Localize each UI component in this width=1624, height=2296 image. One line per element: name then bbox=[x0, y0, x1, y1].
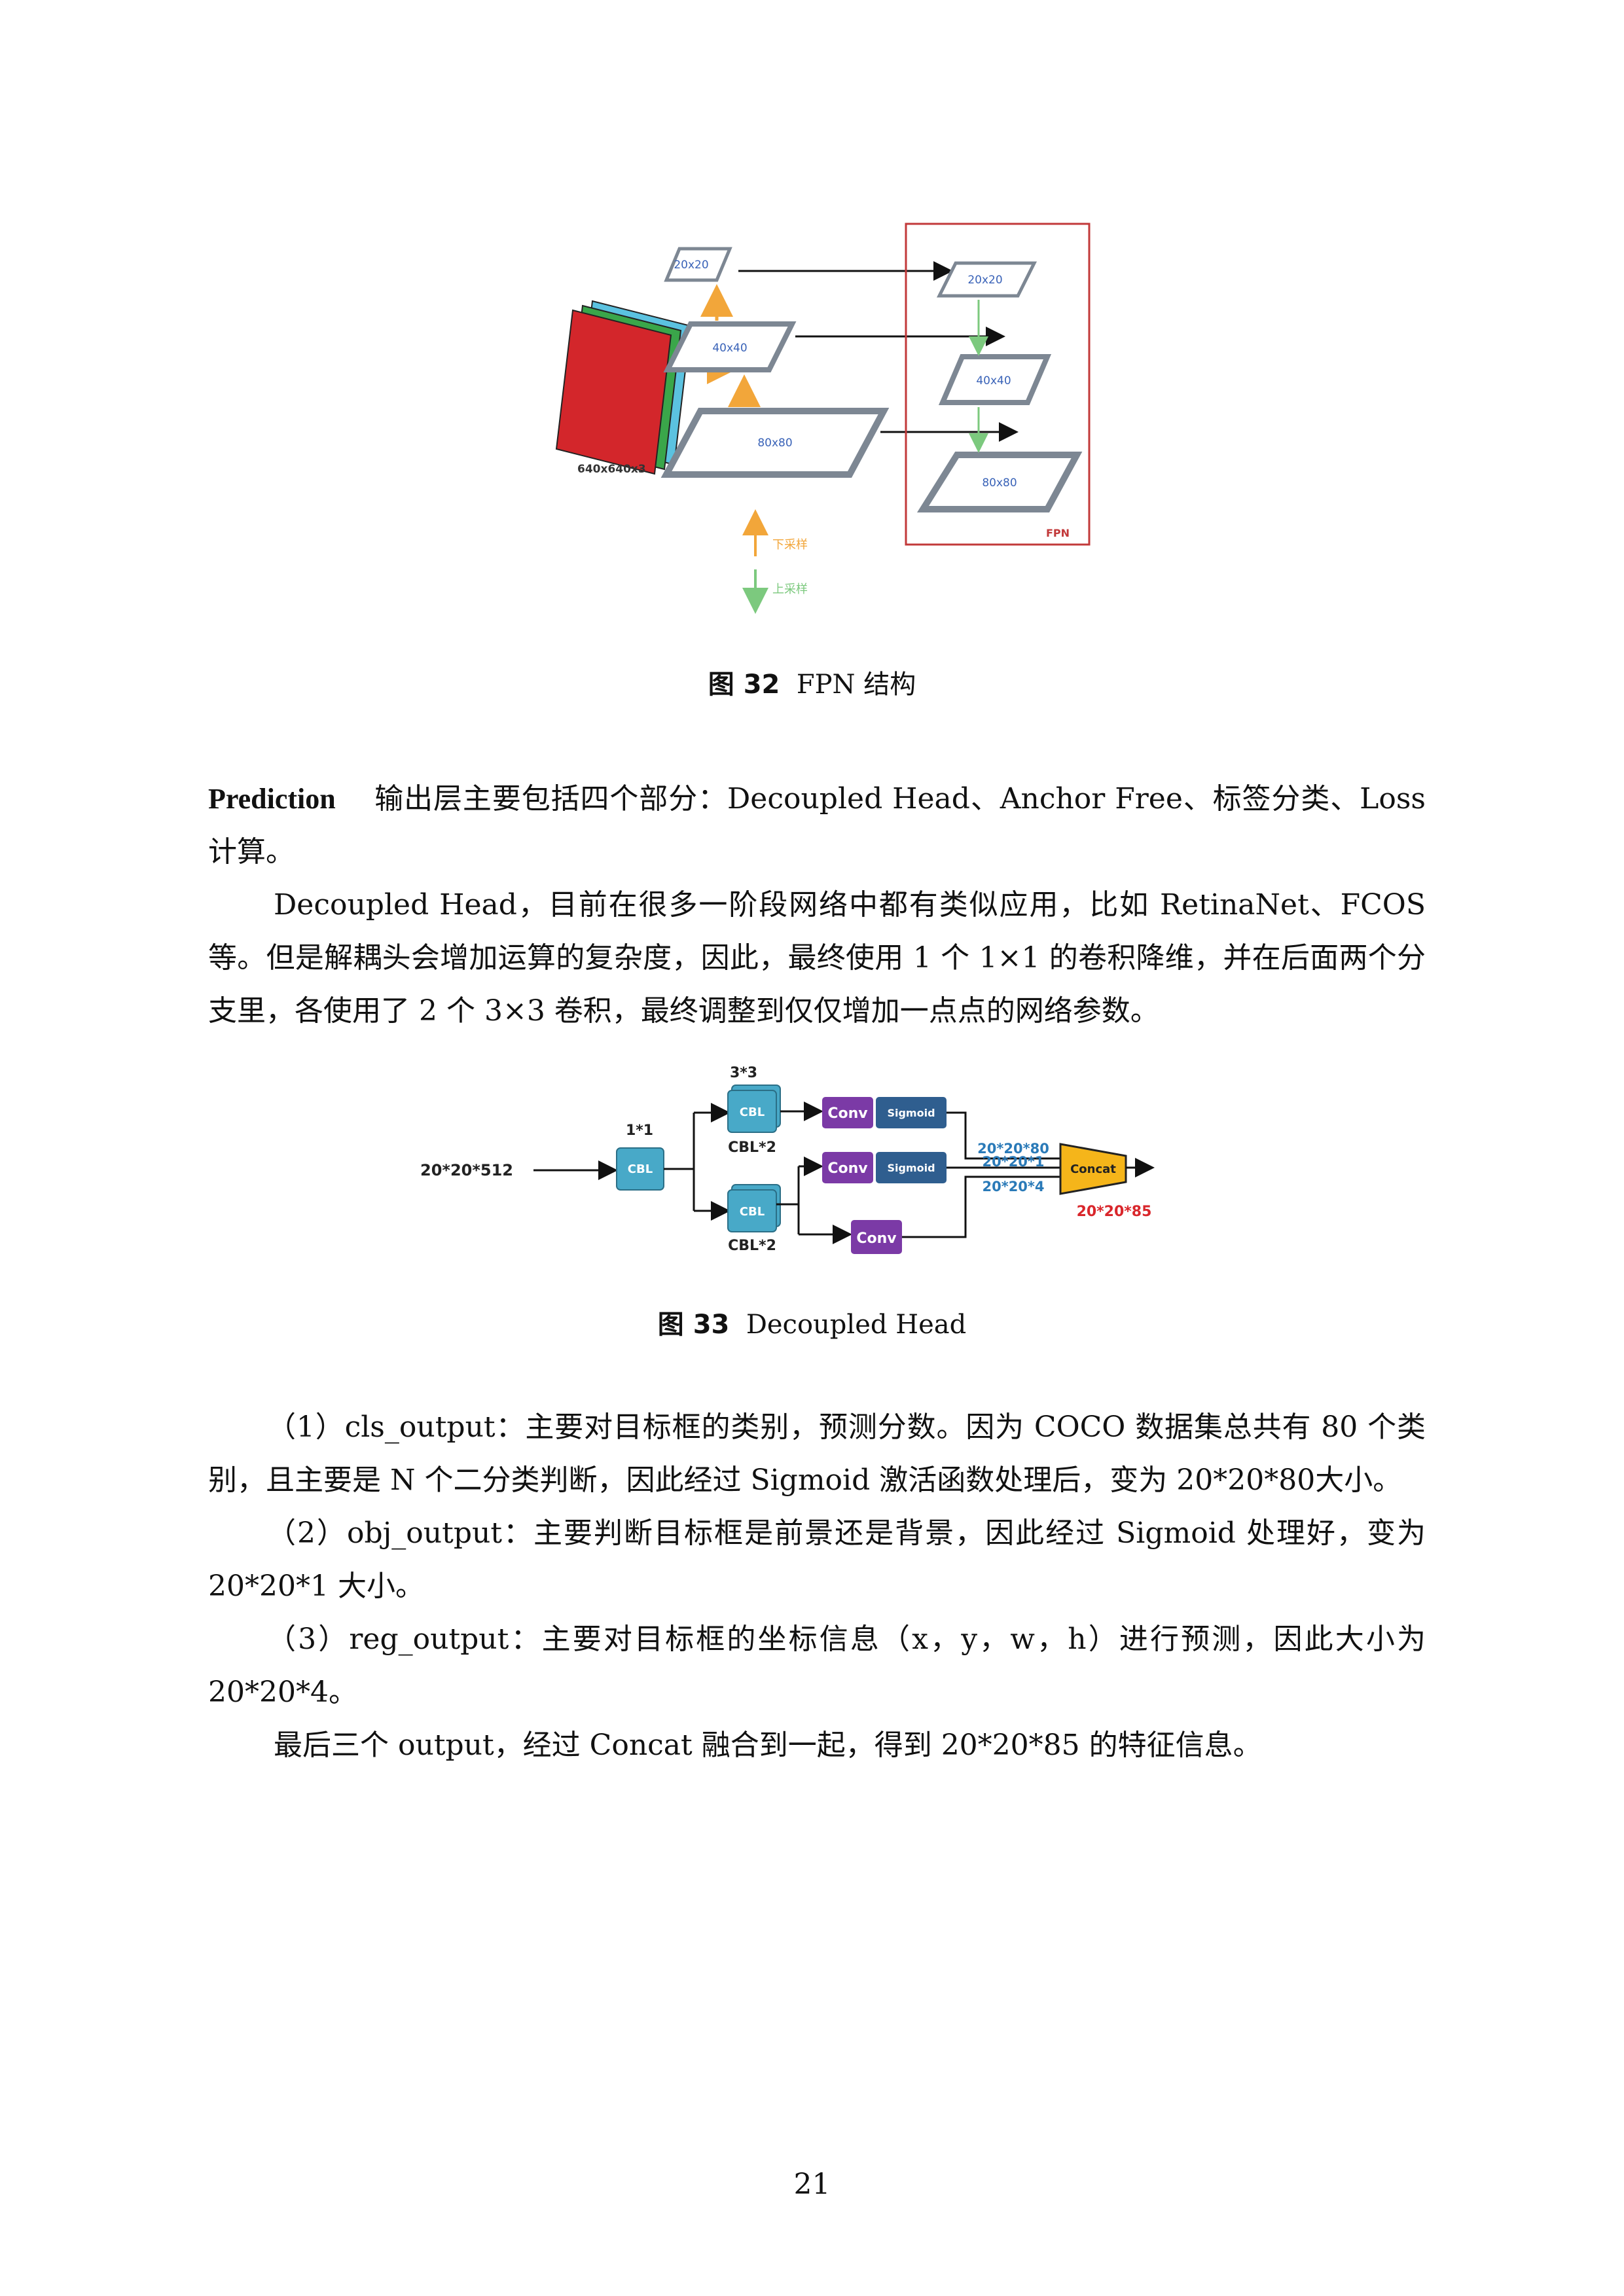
cbl2-bottom-label: CBL*2 bbox=[728, 1238, 776, 1254]
figure-32-caption: 图 32 FPN 结构 bbox=[0, 668, 1624, 702]
down-level-40-label: 40x40 bbox=[712, 342, 747, 355]
fpn-figure: 640x640x3 20x20 40x40 80x80 FPN 20x20 40… bbox=[555, 223, 1091, 614]
cbl-stack-bottom-label: CBL bbox=[740, 1205, 765, 1219]
concat-paragraph: 最后三个 output，经过 Concat 融合到一起，得到 20*20*85 … bbox=[274, 1729, 1262, 1762]
cls-output-dims: 20*20*80 bbox=[977, 1141, 1049, 1157]
final-output-dims: 20*20*85 bbox=[1077, 1204, 1152, 1220]
kernel-1x1-label: 1*1 bbox=[626, 1122, 653, 1139]
down-level-20-label: 20x20 bbox=[674, 259, 708, 272]
input-feature-stack bbox=[555, 300, 692, 475]
page-number: 21 bbox=[793, 2168, 831, 2201]
decoupled-head-figure: 20*20*512 1*1 CBL 3*3 CBL CBL*2 CBL CBL*… bbox=[420, 1065, 1155, 1254]
fpn-level-80-label: 80x80 bbox=[982, 476, 1017, 490]
cls-output-paragraph: （1）cls_output：主要对目标框的类别，预测分数。因为 COCO 数据集… bbox=[208, 1410, 1426, 1497]
obj-sigmoid-block bbox=[876, 1152, 947, 1183]
fpn-level-20 bbox=[936, 261, 1038, 298]
decoupled-head-paragraph: Decoupled Head，目前在很多一阶段网络中都有类似应用，比如 Reti… bbox=[208, 888, 1426, 1028]
down-level-80 bbox=[660, 408, 890, 478]
cls-conv-block bbox=[822, 1097, 873, 1128]
cbl-stack-top bbox=[727, 1090, 777, 1133]
down-level-40 bbox=[663, 321, 797, 372]
reg-output-paragraph: （3）reg_output：主要对目标框的坐标信息（x，y，w，h）进行预测，因… bbox=[208, 1623, 1426, 1709]
fpn-level-20-label: 20x20 bbox=[967, 274, 1002, 287]
outputs-section: （1）cls_output：主要对目标框的类别，预测分数。因为 COCO 数据集… bbox=[208, 1401, 1426, 1772]
prediction-lead: Prediction bbox=[208, 783, 336, 815]
down-level-80-label: 80x80 bbox=[757, 437, 792, 450]
prediction-paragraph: Prediction 输出层主要包括四个部分：Decoupled Head、An… bbox=[208, 772, 1426, 878]
cbl-stack-top-label: CBL bbox=[740, 1105, 765, 1119]
kernel-3x3-label: 3*3 bbox=[730, 1065, 757, 1081]
obj-output-dims: 20*20*1 bbox=[982, 1154, 1044, 1170]
figure-33-title: Decoupled Head bbox=[746, 1310, 967, 1340]
reg-conv-block bbox=[851, 1220, 902, 1254]
head-input-label: 20*20*512 bbox=[420, 1161, 513, 1179]
bottom-split-connector bbox=[776, 1166, 800, 1234]
split-connector bbox=[664, 1113, 695, 1211]
prediction-text: 输出层主要包括四个部分：Decoupled Head、Anchor Free、标… bbox=[208, 782, 1426, 869]
reg-output-dims: 20*20*4 bbox=[982, 1179, 1044, 1194]
obj-output-paragraph: （2）obj_output：主要判断目标框是前景还是背景，因此经过 Sigmoi… bbox=[208, 1516, 1426, 1603]
cls-sigmoid-block bbox=[876, 1097, 947, 1128]
obj-conv-block bbox=[822, 1152, 873, 1183]
cls-merge-line bbox=[947, 1111, 1060, 1160]
cls-sigmoid-label: Sigmoid bbox=[887, 1107, 935, 1119]
figure-32-title: FPN 结构 bbox=[796, 670, 916, 700]
figure-32-label: 图 32 bbox=[708, 670, 780, 700]
cbl2-top-label: CBL*2 bbox=[728, 1139, 776, 1156]
reg-merge-line bbox=[902, 1175, 1060, 1238]
legend-down-label: 下采样 bbox=[772, 538, 808, 552]
fpn-frame bbox=[905, 223, 1091, 546]
concat-label: Concat bbox=[1070, 1162, 1116, 1176]
obj-conv-label: Conv bbox=[827, 1160, 868, 1177]
obj-sigmoid-label: Sigmoid bbox=[887, 1162, 935, 1174]
cbl-stack-bottom bbox=[727, 1189, 777, 1232]
prediction-section: Prediction 输出层主要包括四个部分：Decoupled Head、An… bbox=[208, 772, 1426, 1037]
fpn-level-40 bbox=[938, 354, 1052, 405]
figure-33-caption: 图 33 Decoupled Head bbox=[0, 1308, 1624, 1342]
concat-block bbox=[1059, 1143, 1127, 1195]
figure-33-label: 图 33 bbox=[657, 1310, 730, 1340]
cbl-block-1-label: CBL bbox=[628, 1162, 653, 1176]
fpn-label: FPN bbox=[1046, 527, 1070, 539]
reg-conv-label: Conv bbox=[856, 1230, 897, 1247]
legend-up-label: 上采样 bbox=[772, 583, 808, 596]
fpn-level-40-label: 40x40 bbox=[976, 374, 1011, 387]
down-level-20 bbox=[664, 247, 732, 282]
cls-conv-label: Conv bbox=[827, 1105, 868, 1122]
input-size-label: 640x640x3 bbox=[577, 463, 646, 476]
fpn-level-80 bbox=[916, 452, 1083, 512]
